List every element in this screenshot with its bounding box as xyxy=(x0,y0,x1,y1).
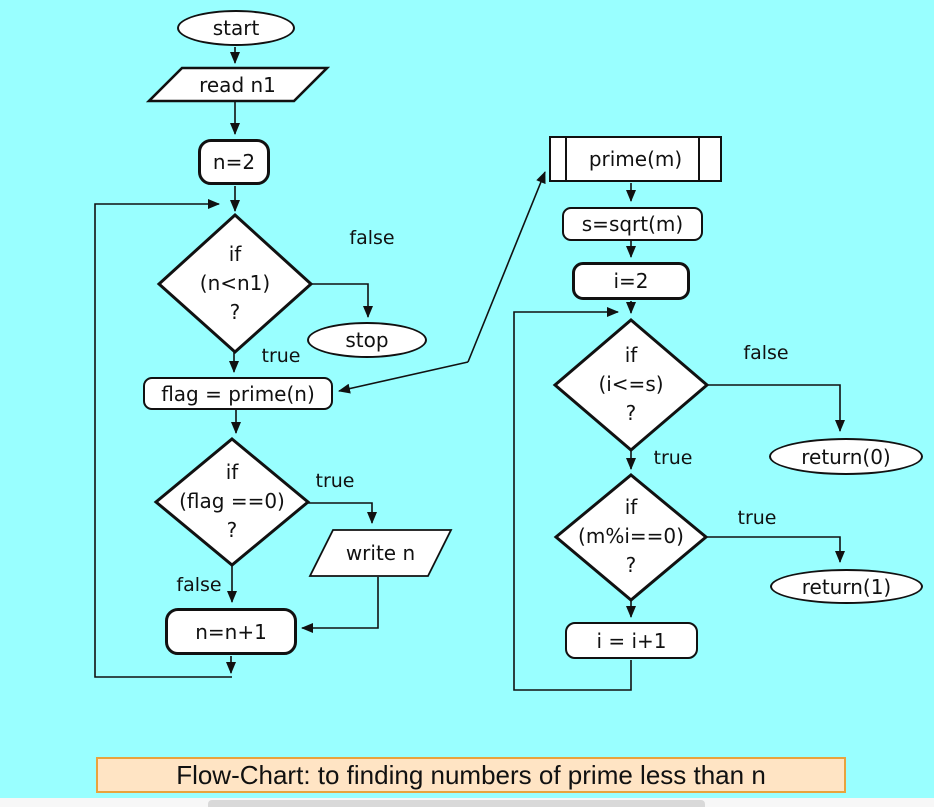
stop-label: stop xyxy=(345,328,389,352)
decision-i-le-s-shape xyxy=(552,318,710,452)
edge-prime-return xyxy=(338,361,469,394)
predef-right-line xyxy=(698,138,700,180)
stop-terminator: stop xyxy=(307,322,427,358)
branch-label-i-false: false xyxy=(743,342,789,364)
branch-label-n-true: true xyxy=(261,345,301,367)
return-0-label: return(0) xyxy=(801,444,891,469)
edge-loop-prime xyxy=(513,307,632,691)
branch-label-mod-true: true xyxy=(737,507,777,529)
decision-mod-label: if (m%i==0) ? xyxy=(578,495,684,577)
edge-write-inc-n xyxy=(301,577,379,633)
read-n1-label: read n1 xyxy=(199,72,276,97)
edge-check-n-false-stop xyxy=(310,283,373,318)
decision-flag-eq-0-shape xyxy=(153,437,311,567)
return-0-terminator: return(0) xyxy=(769,438,923,475)
branch-label-i-true: true xyxy=(653,447,693,469)
prime-header-label: prime(m) xyxy=(588,147,683,171)
call-prime-process: flag = prime(n) xyxy=(143,377,333,410)
write-n-shape xyxy=(308,529,453,577)
decision-i-le-s-label: if (i<=s) ? xyxy=(598,343,664,425)
diagram-caption: Flow-Chart: to finding numbers of prime … xyxy=(96,757,846,793)
prime-subroutine-header: prime(m) xyxy=(549,136,722,182)
read-n1-shape xyxy=(145,66,331,103)
branch-label-n-false: false xyxy=(349,227,395,249)
sqrt-process: s=sqrt(m) xyxy=(562,207,703,241)
edge-check-flag-true-write xyxy=(308,502,377,524)
return-1-label: return(1) xyxy=(801,574,892,599)
decision-n-lt-n1-label: if (n<n1) ? xyxy=(199,242,271,324)
branch-label-flag-true: true xyxy=(315,470,355,492)
edge-loop-main xyxy=(94,199,232,678)
init-i-process: i=2 xyxy=(572,262,690,300)
init-n-process: n=2 xyxy=(198,139,270,185)
edge-check-i-false-ret0 xyxy=(707,384,845,432)
increment-i-process: i = i+1 xyxy=(565,622,698,659)
decision-n-lt-n1-shape xyxy=(156,212,314,355)
edge-check-mod-true-ret1 xyxy=(706,536,845,563)
return-1-terminator: return(1) xyxy=(770,569,923,604)
start-terminator: start xyxy=(177,10,295,46)
sqrt-label: s=sqrt(m) xyxy=(581,212,684,236)
init-n-label: n=2 xyxy=(212,150,256,174)
decision-flag-eq-0-label: if (flag ==0) ? xyxy=(179,460,285,542)
edge-call-prime xyxy=(467,171,546,363)
decision-mod-shape xyxy=(553,473,709,602)
predef-left-line xyxy=(565,138,567,180)
increment-i-label: i = i+1 xyxy=(596,628,667,653)
increment-n-label: n=n+1 xyxy=(195,619,267,644)
call-prime-label: flag = prime(n) xyxy=(161,381,315,406)
horizontal-scrollbar-thumb[interactable] xyxy=(208,800,705,807)
increment-n-process: n=n+1 xyxy=(165,608,297,655)
init-i-label: i=2 xyxy=(613,269,649,293)
diagram-caption-text: Flow-Chart: to finding numbers of prime … xyxy=(176,759,766,790)
write-n-label: write n xyxy=(345,541,416,565)
branch-label-flag-false: false xyxy=(176,574,222,596)
start-label: start xyxy=(212,16,260,40)
